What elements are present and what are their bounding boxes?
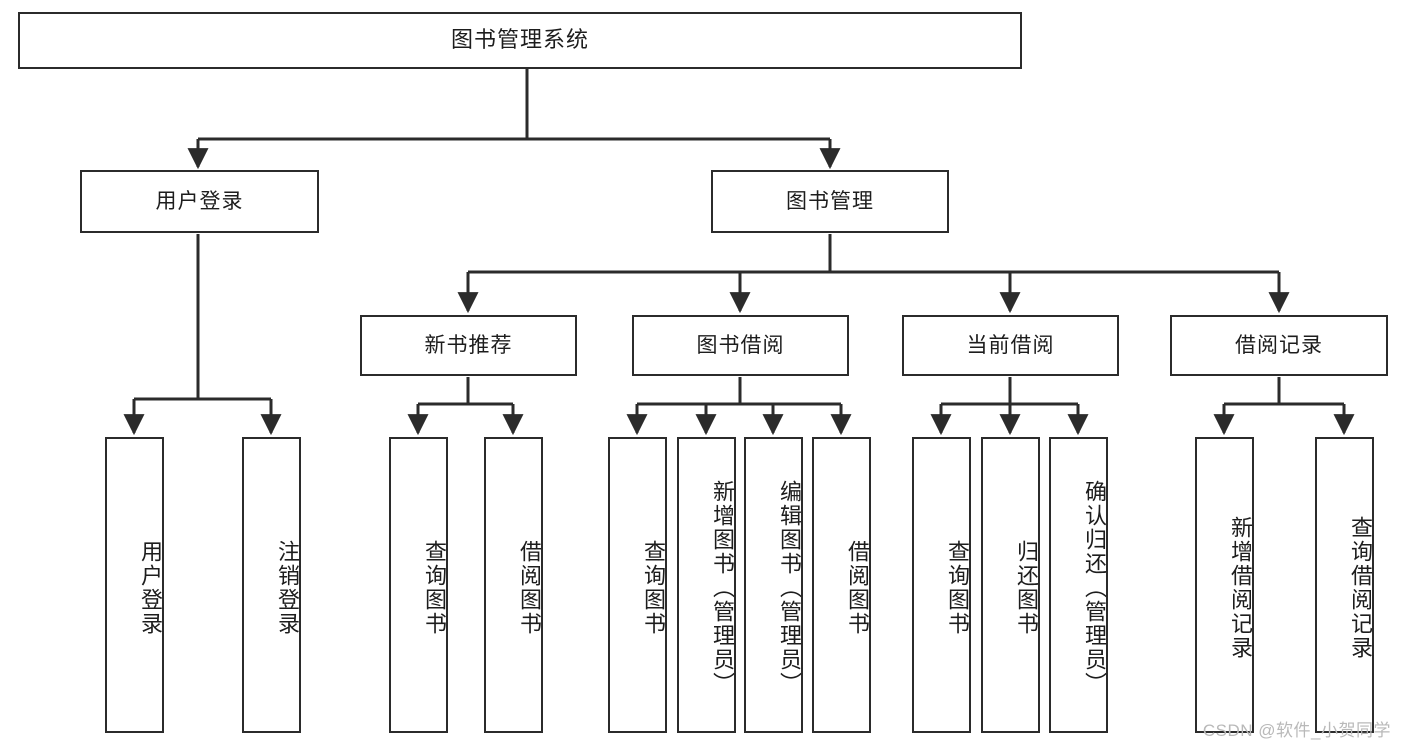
leaf-borrow-book-1[interactable]: 借阅图书 <box>484 437 543 733</box>
node-book-borrow[interactable]: 图书借阅 <box>632 315 849 376</box>
watermark: CSDN @软件_小贺同学 <box>1202 721 1391 740</box>
leaf-user-login[interactable]: 用户登录 <box>105 437 164 733</box>
leaf-label: 查询图书 <box>641 540 666 636</box>
leaf-label: 借阅图书 <box>845 540 870 636</box>
leaf-confirm-return[interactable]: 确认归还（管理员） <box>1049 437 1108 733</box>
leaf-label: 新增借阅记录 <box>1228 516 1253 660</box>
leaf-label: 确认归还（管理员） <box>1082 480 1107 696</box>
node-user-login[interactable]: 用户登录 <box>80 170 319 233</box>
leaf-label: 查询图书 <box>422 540 447 636</box>
leaf-logout-login[interactable]: 注销登录 <box>242 437 301 733</box>
leaf-label: 借阅图书 <box>517 540 542 636</box>
leaf-label: 查询借阅记录 <box>1348 516 1373 660</box>
node-borrow-record[interactable]: 借阅记录 <box>1170 315 1388 376</box>
leaf-query-book-2[interactable]: 查询图书 <box>608 437 667 733</box>
leaf-add-record[interactable]: 新增借阅记录 <box>1195 437 1254 733</box>
leaf-add-book[interactable]: 新增图书（管理员） <box>677 437 736 733</box>
leaf-label: 编辑图书（管理员） <box>777 480 802 696</box>
leaf-query-book-3[interactable]: 查询图书 <box>912 437 971 733</box>
node-new-book-recommend[interactable]: 新书推荐 <box>360 315 577 376</box>
leaf-return-book[interactable]: 归还图书 <box>981 437 1040 733</box>
leaf-label: 新增图书（管理员） <box>710 480 735 696</box>
leaf-label: 归还图书 <box>1014 540 1039 636</box>
leaf-label: 查询图书 <box>945 540 970 636</box>
node-book-management[interactable]: 图书管理 <box>711 170 949 233</box>
leaf-query-record[interactable]: 查询借阅记录 <box>1315 437 1374 733</box>
leaf-label: 用户登录 <box>138 540 163 636</box>
leaf-query-book-1[interactable]: 查询图书 <box>389 437 448 733</box>
node-current-borrow[interactable]: 当前借阅 <box>902 315 1119 376</box>
node-root[interactable]: 图书管理系统 <box>18 12 1022 69</box>
leaf-borrow-book-2[interactable]: 借阅图书 <box>812 437 871 733</box>
leaf-edit-book[interactable]: 编辑图书（管理员） <box>744 437 803 733</box>
leaf-label: 注销登录 <box>275 540 300 636</box>
